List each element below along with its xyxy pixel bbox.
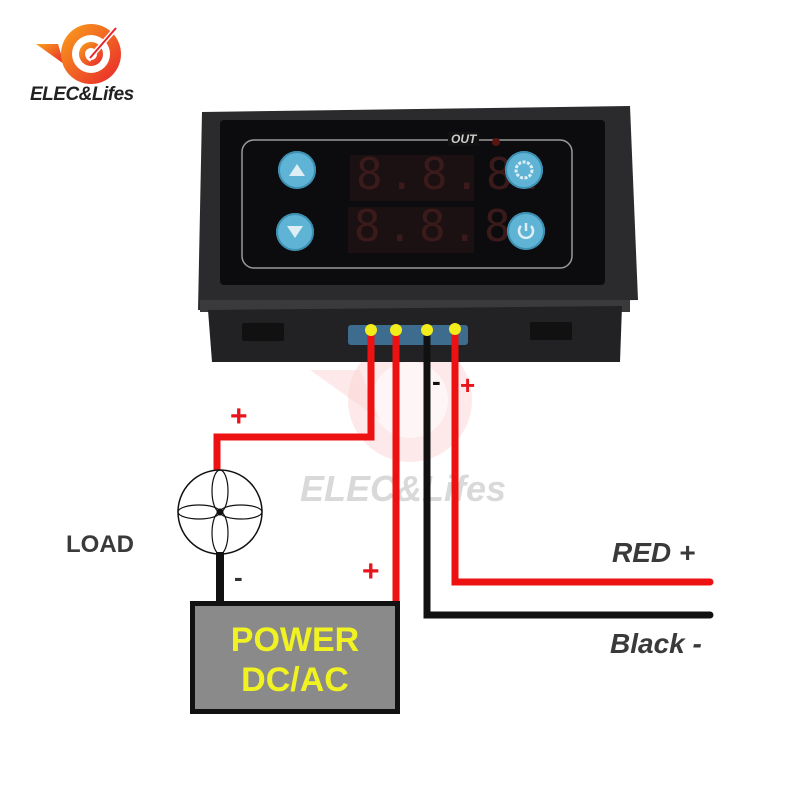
brand-logo (28, 18, 128, 86)
triangle-up-icon (289, 164, 305, 176)
load-label: LOAD (66, 531, 134, 558)
load-plus-sign: + (230, 400, 248, 433)
wire-load-positive (213, 330, 375, 470)
gear-icon (514, 160, 534, 180)
power-button[interactable] (507, 212, 545, 250)
power-label-line1: POWER (230, 621, 360, 659)
down-button[interactable] (276, 213, 314, 251)
triangle-down-icon (287, 226, 303, 238)
power-label-line2: DC/AC (241, 661, 349, 699)
wire-input-negative (423, 326, 714, 619)
out-indicator-label: OUT (448, 132, 480, 146)
black-wire-label: Black - (610, 628, 702, 659)
up-button[interactable] (278, 151, 316, 189)
fan-load-icon (177, 469, 263, 555)
power-plus-sign: + (362, 555, 380, 588)
set-button[interactable] (505, 151, 543, 189)
input-minus-sign: - (432, 366, 441, 396)
brand-name: ELEC&Lifes (30, 84, 134, 105)
input-plus-sign: + (460, 370, 476, 400)
load-minus-sign: - (234, 562, 243, 592)
power-supply-box: POWER DC/AC (190, 601, 400, 714)
watermark-text: ELEC&Lifes (300, 468, 507, 509)
wire-input-positive (451, 326, 714, 586)
watermark-logo-icon (310, 338, 472, 462)
power-icon (517, 223, 535, 240)
brand-logo-icon (36, 24, 121, 84)
red-wire-label: RED + (612, 537, 696, 568)
